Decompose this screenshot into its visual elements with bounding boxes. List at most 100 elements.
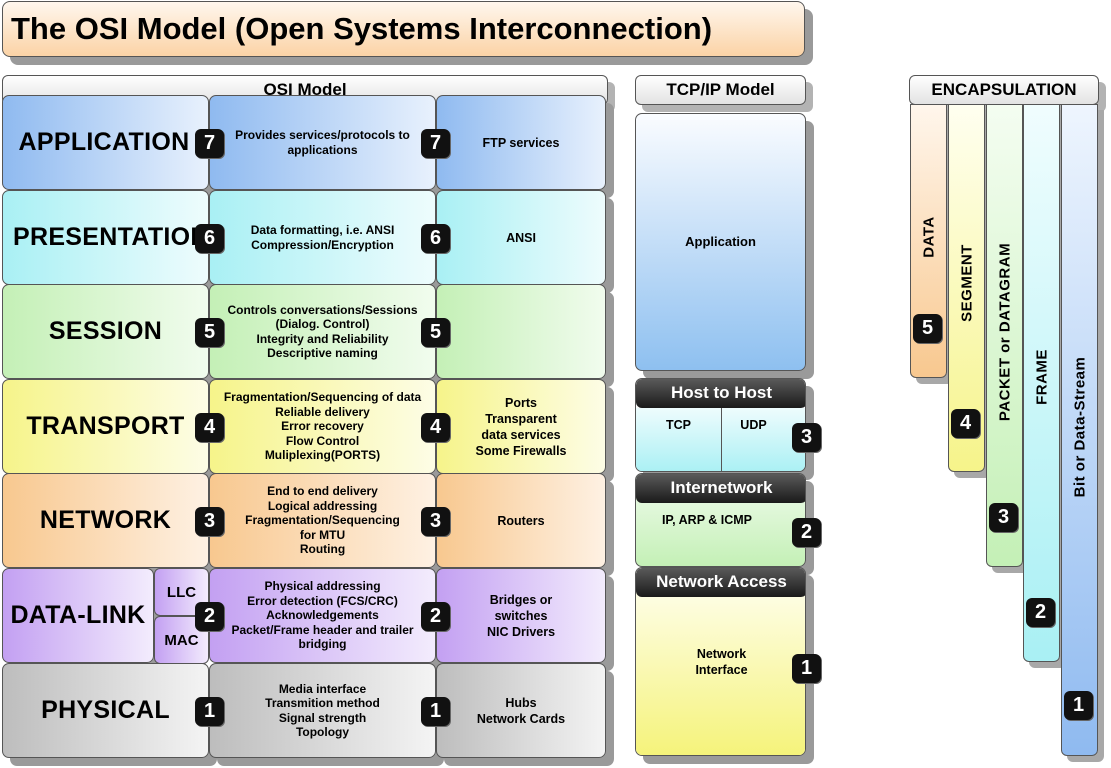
layer-name-cell: PRESENTATION <box>2 190 209 285</box>
description-line: (Dialog. Control) <box>275 317 370 331</box>
layer-examples: Routers <box>497 513 544 529</box>
layer-name: DATA-LINK <box>10 601 146 629</box>
description-line: Routing <box>299 542 346 557</box>
tcpip-layer-number-badge: 1 <box>792 654 821 683</box>
layer-examples-cell: Routers <box>436 473 606 568</box>
encapsulation-column: FRAME <box>1023 104 1060 662</box>
layer-number-badge: 6 <box>195 224 224 253</box>
encapsulation-column: PACKET or DATAGRAM <box>986 104 1023 567</box>
layer-number-badge: 4 <box>195 413 224 442</box>
page-title: The OSI Model (Open Systems Interconnect… <box>2 1 805 57</box>
layer-name-cell: SESSION <box>2 284 209 379</box>
example-line: Routers <box>497 513 545 528</box>
description-line: Packet/Frame header and trailer <box>231 622 414 637</box>
example-line: data services <box>481 427 561 442</box>
layer-name-cell: PHYSICAL <box>2 663 209 758</box>
tcpip-application-label: Application <box>685 234 756 249</box>
example-line: Bridges or <box>489 592 553 607</box>
description-line: bridging <box>298 637 347 652</box>
network-access-line: Network <box>696 647 747 661</box>
tcpip-layer-number-badge: 3 <box>792 423 821 452</box>
description-line: Reliable delivery <box>275 404 370 419</box>
description-line: Logical addressing <box>267 498 378 513</box>
tcpip-internetwork-layer: Internetwork IP, ARP & ICMP <box>635 473 806 567</box>
description-line: Error detection (FCS/CRC) <box>247 593 398 608</box>
host-to-host-header: Host to Host <box>636 379 805 408</box>
description-line: Fragmentation/Sequencing of data <box>223 390 422 405</box>
layer-name-cell: DATA-LINK <box>2 568 154 663</box>
description-line: Flow Control <box>285 433 360 448</box>
description-line: Data formatting, i.e. ANSI <box>250 223 395 237</box>
example-line: Network Cards <box>476 711 566 726</box>
description-line: for MTU <box>299 527 346 542</box>
description-line: Media interface <box>278 681 367 696</box>
sublayer-cell: LLC <box>154 568 209 616</box>
example-line: switches <box>494 608 548 623</box>
layer-name-cell: TRANSPORT <box>2 379 209 474</box>
layer-number-badge: 2 <box>195 602 224 631</box>
layer-examples: FTP services <box>483 135 560 151</box>
layer-examples-cell <box>436 284 606 379</box>
encapsulation-label: Bit or Data-Stream <box>1071 356 1088 498</box>
example-line: Transparent <box>485 411 557 426</box>
internetwork-header: Internetwork <box>636 474 805 503</box>
encapsulation-number-badge: 4 <box>951 409 980 438</box>
layer-name-cell: NETWORK <box>2 473 209 568</box>
encapsulation-label: PACKET or DATAGRAM <box>996 242 1013 422</box>
description-line: Fragmentation/Sequencing <box>245 513 400 528</box>
layer-name: APPLICATION <box>18 128 190 156</box>
description-line: Topology <box>295 725 350 739</box>
description-line: Error recovery <box>281 419 364 434</box>
layer-number-badge: 5 <box>195 318 224 347</box>
encapsulation-column: Bit or Data-Stream <box>1061 104 1098 756</box>
network-access-header: Network Access <box>636 568 805 597</box>
sublayer-label: LLC <box>166 583 197 601</box>
layer-number-badge: 5 <box>421 318 450 347</box>
tcpip-network-access-layer: Network Access Network Interface <box>635 567 806 756</box>
tcpip-host-to-host-layer: Host to Host TCP UDP <box>635 378 806 472</box>
layer-name: PHYSICAL <box>41 696 170 724</box>
description-line: Signal strength <box>278 710 367 725</box>
description-line: Transmition method <box>265 696 380 710</box>
layer-number-badge: 1 <box>421 697 450 726</box>
layer-number-badge: 6 <box>421 224 450 253</box>
tcpip-application-layer: Application <box>635 113 806 371</box>
example-line: NIC Drivers <box>486 624 556 639</box>
description-line: Acknowledgements <box>266 608 379 623</box>
udp-label: UDP <box>740 418 767 432</box>
description-line: Provides services/protocols to <box>235 128 410 142</box>
layer-number-badge: 4 <box>421 413 450 442</box>
encapsulation-label: SEGMENT <box>958 244 975 322</box>
layer-name: NETWORK <box>39 506 172 534</box>
encapsulation-header: ENCAPSULATION <box>909 75 1099 105</box>
description-line: Physical addressing <box>264 579 381 594</box>
layer-name: PRESENTATION <box>13 223 209 251</box>
encapsulation-number-badge: 5 <box>913 314 942 343</box>
layer-description-cell: Controls conversations/Sessions(Dialog. … <box>209 284 436 379</box>
description-line: End to end delivery <box>267 484 378 499</box>
layer-name: SESSION <box>48 317 163 345</box>
example-line: FTP services <box>482 135 560 150</box>
layer-number-badge: 7 <box>421 129 450 158</box>
tcpip-model-header: TCP/IP Model <box>635 75 806 105</box>
tcpip-layer-number-badge: 2 <box>792 518 821 547</box>
encapsulation-label: FRAME <box>1033 349 1050 405</box>
description-line: Compression/Encryption <box>251 237 394 252</box>
description-line: Controls conversations/Sessions <box>227 302 418 317</box>
